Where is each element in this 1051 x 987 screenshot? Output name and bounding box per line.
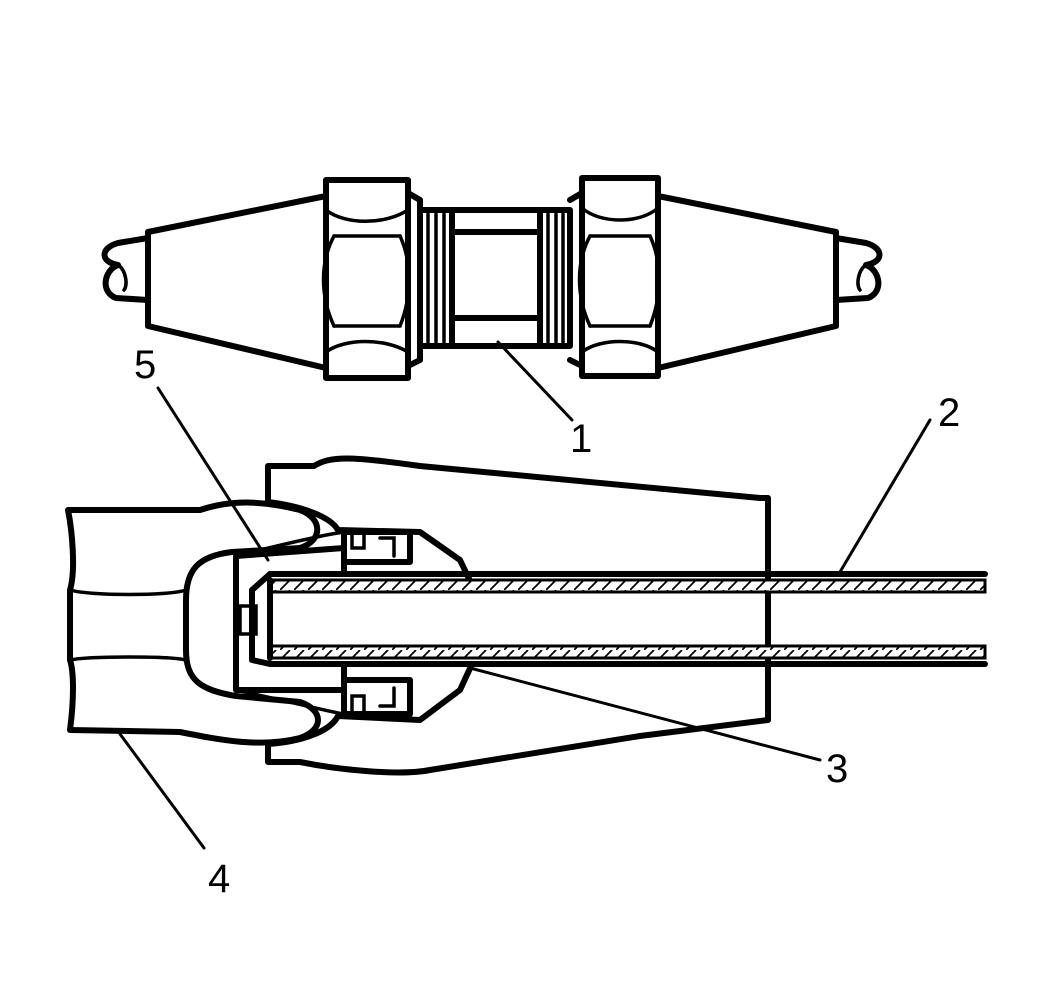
callout-5: 5 [134, 343, 156, 387]
fitting-cross-section [65, 455, 988, 776]
body-seat-line [234, 530, 346, 716]
leader-5 [156, 386, 270, 562]
leader-4 [118, 732, 206, 850]
flared-tube-end [233, 545, 347, 693]
union-external-view [101, 175, 883, 381]
leader-3 [468, 666, 822, 762]
ferrule [341, 529, 413, 717]
leader-lines [118, 340, 932, 850]
tube-nut-section [265, 455, 771, 776]
union-body [417, 207, 573, 349]
right-hex-nut [567, 175, 661, 379]
callout-1: 1 [570, 417, 592, 461]
left-tube-stub [101, 235, 151, 303]
callout-2: 2 [938, 391, 960, 435]
leader-1 [496, 340, 574, 422]
left-cone-nut [145, 193, 329, 371]
callout-labels: 1 2 3 4 5 [134, 343, 960, 901]
tube [267, 571, 988, 667]
right-tube-stub [833, 235, 883, 303]
callout-3: 3 [826, 747, 848, 791]
leader-2 [838, 418, 932, 574]
right-cone-nut [655, 193, 839, 371]
callout-4: 4 [208, 857, 230, 901]
union-bore [68, 588, 188, 662]
union-body-section [65, 499, 321, 746]
left-hex-nut [321, 177, 423, 381]
